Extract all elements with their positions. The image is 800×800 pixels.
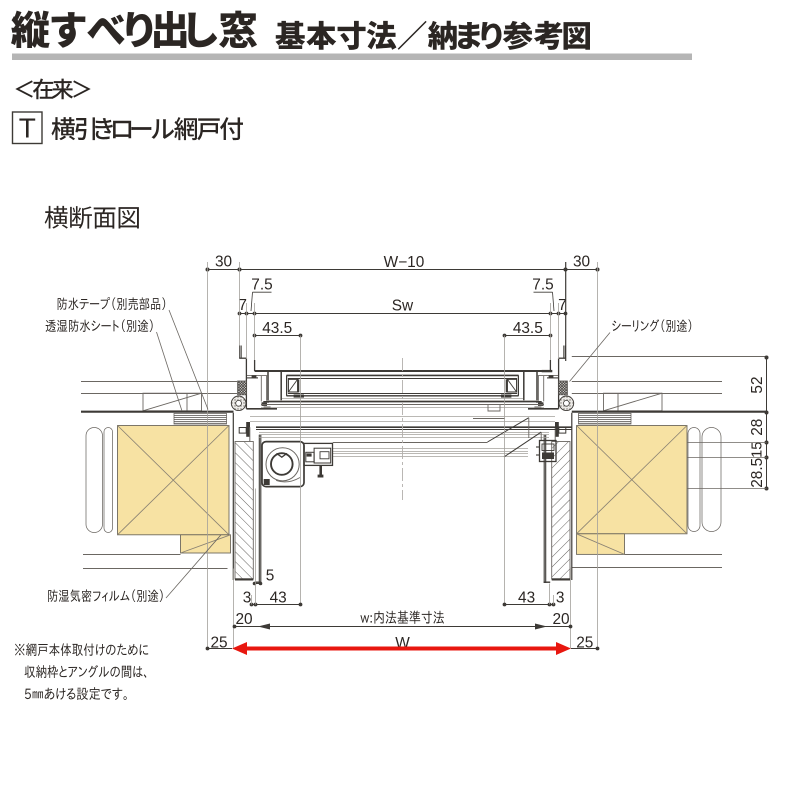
svg-text:43.5: 43.5: [513, 320, 543, 337]
svg-text:7: 7: [558, 297, 567, 314]
svg-text:5: 5: [266, 568, 275, 585]
svg-text:Sw: Sw: [392, 298, 414, 315]
svg-text:7.5: 7.5: [251, 277, 272, 294]
svg-text:28.5: 28.5: [749, 458, 766, 488]
svg-text:25: 25: [210, 634, 227, 651]
svg-text:15: 15: [750, 442, 766, 458]
svg-text:20: 20: [552, 611, 569, 628]
svg-text:T: T: [19, 113, 36, 144]
svg-text:28: 28: [749, 419, 766, 436]
svg-text:7: 7: [238, 297, 247, 314]
svg-text:7.5: 7.5: [532, 277, 553, 294]
svg-text:30: 30: [573, 254, 590, 271]
svg-text:W−10: W−10: [384, 254, 425, 271]
svg-text:3: 3: [556, 590, 565, 607]
svg-text:43.5: 43.5: [262, 320, 292, 337]
svg-text:43: 43: [518, 590, 535, 607]
svg-text:30: 30: [215, 254, 232, 271]
svg-text:25: 25: [576, 634, 593, 651]
svg-text:43: 43: [270, 590, 287, 607]
svg-text:52: 52: [749, 376, 766, 393]
svg-text:3: 3: [243, 590, 252, 607]
svg-text:20: 20: [235, 611, 252, 628]
